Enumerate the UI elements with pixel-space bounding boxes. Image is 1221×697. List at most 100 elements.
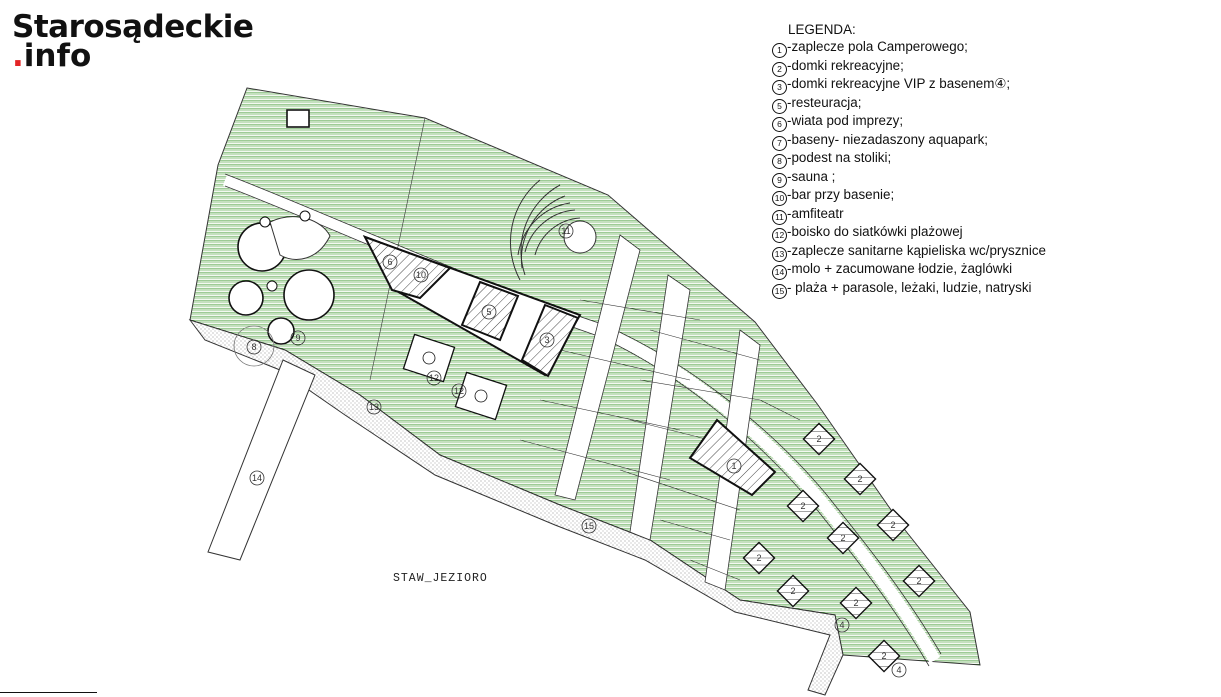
legend-number: 8	[772, 154, 787, 169]
legend: LEGENDA: 1-zaplecze pola Camperowego; 2-…	[772, 22, 1046, 299]
legend-item: 13-zaplecze sanitarne kąpieliska wc/prys…	[772, 242, 1046, 262]
legend-number: 7	[772, 135, 787, 151]
label-house-c: 2	[800, 501, 805, 511]
legend-text: -wiata pod imprezy;	[787, 113, 904, 128]
legend-item: 1-zaplecze pola Camperowego;	[772, 38, 1046, 58]
svg-text:2: 2	[857, 474, 862, 484]
svg-text:10: 10	[416, 270, 426, 280]
small-building-square	[286, 109, 310, 128]
svg-text:12: 12	[429, 373, 439, 383]
legend-number: 5	[772, 98, 787, 114]
label-house-h: 2	[916, 576, 921, 586]
legend-item: 9-sauna ;	[772, 168, 1046, 188]
building-6	[362, 235, 452, 300]
label-house-e: 2	[890, 520, 895, 530]
legend-item: 7-baseny- niezadaszony aquapark;	[772, 131, 1046, 151]
label-building-6: 6	[382, 254, 398, 270]
legend-text: -domki rekreacyjne;	[787, 57, 904, 73]
legend-text: -sauna ;	[787, 168, 836, 184]
legend-number: 15	[772, 283, 787, 299]
starosadeckie-logo: Starosądeckie .info	[12, 9, 254, 72]
legend-text: -zaplecze sanitarne kąpieliska wc/pryszn…	[787, 242, 1046, 258]
svg-text:2: 2	[881, 651, 886, 661]
beach-strip	[188, 319, 844, 696]
label-house-b: 2	[857, 474, 862, 484]
legend-item: 11-amfiteatr	[772, 205, 1046, 225]
legend-number: 1	[772, 43, 787, 58]
label-8: 8	[246, 339, 262, 355]
legend-item: 10-bar przy basenie;	[772, 186, 1046, 206]
cross-road-2	[629, 274, 691, 541]
svg-text:2: 2	[800, 501, 805, 511]
legend-text: -bar przy basenie;	[787, 187, 895, 202]
legend-text: -molo + zacumowane łodzie, żaglówki	[787, 261, 1013, 276]
legend-title: LEGENDA:	[788, 22, 856, 37]
label-house-g: 2	[790, 586, 795, 596]
logo-info: info	[23, 38, 92, 74]
legend-item: 3-domki rekreacyjne VIP z basenem④;	[772, 75, 1046, 95]
svg-text:14: 14	[252, 473, 262, 483]
svg-text:2: 2	[756, 553, 761, 563]
label-house-i: 2	[853, 598, 858, 608]
houses-group	[742, 422, 936, 673]
svg-text:11: 11	[561, 226, 570, 236]
legend-number: 13	[772, 246, 787, 262]
svg-text:6: 6	[387, 257, 392, 267]
label-beach-15: 15	[581, 518, 597, 534]
label-court-12: 12	[426, 370, 442, 386]
label-building-5: 5	[481, 304, 497, 320]
legend-number: 11	[772, 209, 787, 225]
amphitheatre-11	[509, 179, 597, 281]
legend-number: 14	[772, 265, 787, 280]
svg-text:4: 4	[896, 665, 901, 675]
svg-text:13: 13	[369, 402, 379, 412]
camper-facility-1	[688, 418, 777, 497]
legend-text: -zaplecze pola Camperowego;	[787, 39, 968, 54]
legend-text: -domki rekreacyjne VIP z basenem④;	[787, 76, 1011, 91]
svg-text:8: 8	[251, 342, 256, 352]
logo-dot: .	[12, 38, 24, 74]
legend-text: - plaża + parasole, leżaki, ludzie, natr…	[787, 279, 1032, 295]
svg-text:2: 2	[790, 586, 795, 596]
legend-number: 9	[772, 172, 787, 188]
legend-item: 15- plaża + parasole, leżaki, ludzie, na…	[772, 279, 1046, 299]
map-labels: 1 6 10 5 3 11 9 8 12 12 13 15 14 2 2 2 2…	[246, 223, 922, 678]
pier-14	[207, 359, 316, 561]
label-camper-1: 1	[726, 458, 742, 474]
logo-line-1: Starosądeckie	[12, 9, 254, 45]
legend-item: 6-wiata pod imprezy;	[772, 112, 1046, 132]
label-house-j: 2	[881, 651, 886, 661]
legend-item: 14-molo + zacumowane łodzie, żaglówki	[772, 260, 1046, 280]
legend-text: -resteuracja;	[787, 94, 862, 110]
legend-number: 6	[772, 117, 787, 132]
svg-text:4: 4	[839, 620, 844, 630]
legend-text: -amfiteatr	[787, 205, 844, 221]
legend-number: 2	[772, 61, 787, 77]
svg-text:1: 1	[731, 461, 736, 471]
label-house-a: 2	[816, 434, 821, 444]
legend-number: 3	[772, 80, 787, 95]
label-house-f: 2	[756, 553, 761, 563]
building-3	[520, 303, 580, 378]
legend-number: 10	[772, 191, 787, 206]
legend-item: 2-domki rekreacyjne;	[772, 57, 1046, 77]
logo-line-2: .info	[12, 41, 253, 72]
legend-item: 5-resteuracja;	[772, 94, 1046, 114]
svg-text:2: 2	[916, 576, 921, 586]
legend-text: -boisko do siatkówki plażowej	[787, 224, 963, 239]
label-beach-13: 13	[366, 399, 382, 415]
svg-text:2: 2	[890, 520, 895, 530]
svg-text:15: 15	[584, 521, 594, 531]
label-pool-4a: 4	[834, 617, 850, 633]
cross-road-1	[554, 234, 641, 501]
label-pool-4b: 4	[891, 662, 907, 678]
label-building-3: 3	[539, 332, 555, 348]
label-court-12b: 12	[451, 383, 467, 399]
label-amphitheatre-11: 11	[558, 223, 574, 239]
label-sauna-9: 9	[290, 330, 306, 346]
legend-item: 8-podest na stoliki;	[772, 149, 1046, 169]
label-house-d: 2	[840, 533, 845, 543]
label-building-10: 10	[413, 267, 429, 283]
label-pier-14: 14	[249, 470, 265, 486]
